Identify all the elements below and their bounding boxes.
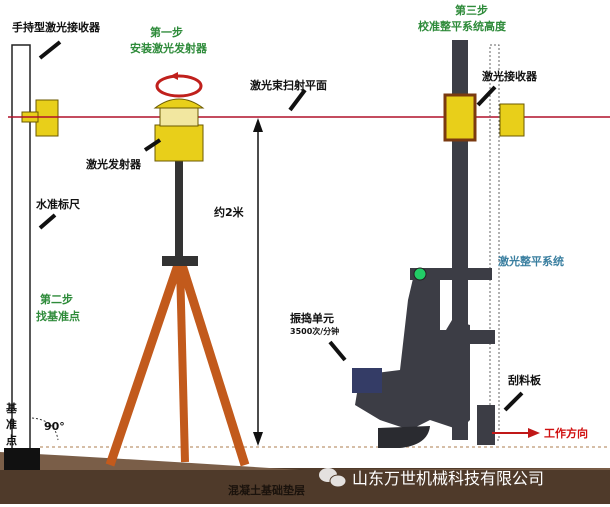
screed-plate xyxy=(378,426,430,448)
datum-block xyxy=(4,448,40,470)
pointer-arrows xyxy=(38,40,524,412)
label-leveling-system: 激光整平系统 xyxy=(498,254,564,268)
tripod-pole xyxy=(175,160,183,260)
pivot-joint xyxy=(413,267,427,281)
label-work-direction: 工作方向 xyxy=(544,426,588,440)
machine-mid-arm xyxy=(440,330,495,344)
label-height: 约2米 xyxy=(214,205,245,219)
dimension-arrow-up xyxy=(253,118,263,132)
label-handheld-receiver: 手持型激光接收器 xyxy=(12,20,101,34)
tripod-head xyxy=(162,256,198,266)
label-vibration-rate: 3500次/分钟 xyxy=(290,326,339,336)
label-step1-title: 第一步 xyxy=(150,25,183,39)
label-base-layer: 混凝土基础垫层 xyxy=(228,483,305,497)
label-scraper: 刮料板 xyxy=(508,373,542,387)
work-direction-arrowhead xyxy=(528,428,540,438)
label-step2-desc: 找基准点 xyxy=(36,309,80,323)
watermark-company: 山东万世机械科技有限公司 xyxy=(352,469,544,488)
label-laser-emitter: 激光发射器 xyxy=(86,157,142,171)
tripod-leg-right xyxy=(177,263,250,467)
handheld-receiver xyxy=(35,99,59,137)
mast-laser-receiver xyxy=(443,93,477,142)
ground-surface xyxy=(0,452,610,470)
rotation-arrow-icon xyxy=(155,74,203,98)
label-laser-plane: 激光束扫射平面 xyxy=(250,78,327,92)
machine-upper-arm xyxy=(410,268,492,280)
dimension-arrow-down xyxy=(253,432,263,446)
level-staff xyxy=(11,44,31,451)
tripod-leg-left xyxy=(105,263,183,467)
label-angle: 90° xyxy=(44,420,65,433)
concrete-base-layer xyxy=(0,468,610,504)
laser-emitter-head xyxy=(159,107,199,127)
label-level-staff: 水准标尺 xyxy=(36,197,80,211)
label-vibration-unit: 振捣单元 xyxy=(290,311,334,325)
label-datum-1: 基 xyxy=(5,401,18,415)
rotation-arrowhead-icon xyxy=(170,72,178,80)
label-step1-desc: 安装激光发射器 xyxy=(130,41,208,55)
label-step2-title: 第二步 xyxy=(40,292,73,306)
tripod-leg-middle xyxy=(176,264,189,463)
label-laser-receiver: 激光接收器 xyxy=(482,69,538,83)
scraper-blade xyxy=(477,405,495,445)
wechat-icon xyxy=(319,468,347,488)
label-step3-title: 第三步 xyxy=(455,3,488,17)
vibration-motor xyxy=(352,368,382,393)
label-datum-2: 准 xyxy=(6,417,17,431)
receiver-outline-pole xyxy=(489,44,500,441)
label-step3-desc: 校准整平系统高度 xyxy=(418,19,507,33)
machine-body xyxy=(355,268,470,430)
laser-emitter-cap xyxy=(153,98,205,109)
receiver-outline xyxy=(499,103,525,137)
label-datum-3: 点 xyxy=(6,433,17,447)
laser-emitter-body xyxy=(154,124,204,162)
